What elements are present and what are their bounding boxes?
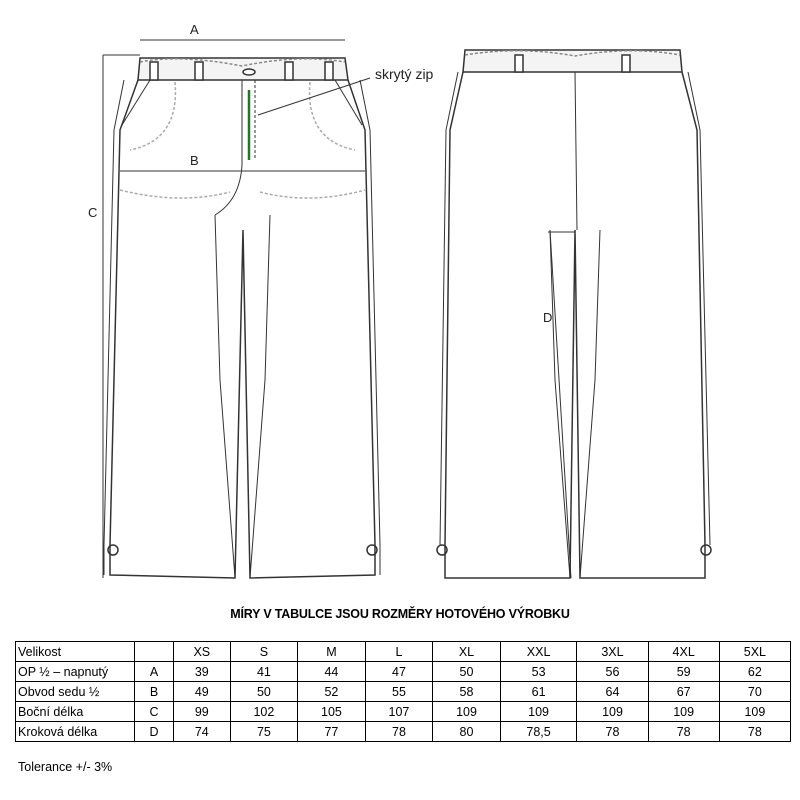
table-cell: 109: [576, 701, 649, 722]
table-cell: 77: [297, 721, 366, 742]
row-label: Kroková délka: [15, 721, 135, 742]
front-view: [102, 39, 381, 579]
table-cell: 78: [647, 721, 720, 742]
table-cell: 107: [364, 701, 434, 722]
table-cell: 78: [364, 721, 434, 742]
label-a: A: [190, 22, 199, 37]
table-cell: 109: [718, 701, 792, 722]
table-cell: 78: [576, 721, 649, 742]
table-cell: 75: [229, 721, 299, 742]
table-cell: 109: [499, 701, 578, 722]
size-header: XXL: [499, 641, 578, 662]
label-d: D: [543, 310, 553, 325]
table-cell: 78,5: [499, 721, 578, 742]
row-label: OP ½ – napnutý: [15, 661, 135, 682]
table-cell: 78: [718, 721, 792, 742]
size-header: L: [364, 641, 434, 662]
table-cell: 52: [297, 681, 366, 702]
table-cell: 50: [432, 661, 501, 682]
table-cell: 102: [229, 701, 299, 722]
table-cell: 99: [173, 701, 231, 722]
table-cell: 109: [432, 701, 501, 722]
tolerance-note: Tolerance +/- 3%: [18, 760, 113, 774]
pants-technical-drawing: [102, 39, 712, 579]
row-letter: B: [134, 681, 174, 702]
row-label: Obvod sedu ½: [15, 681, 135, 702]
row-label: Boční délka: [15, 701, 135, 722]
row-letter: [134, 641, 174, 662]
table-cell: 47: [364, 661, 434, 682]
table-title: MÍRY V TABULCE JSOU ROZMĚRY HOTOVÉHO VÝR…: [230, 607, 570, 621]
row-letter: D: [134, 721, 174, 742]
hidden-zip-label: skrytý zip: [375, 66, 434, 82]
table-cell: 105: [297, 701, 366, 722]
size-header: M: [297, 641, 366, 662]
table-cell: 64: [576, 681, 649, 702]
row-letter: C: [134, 701, 174, 722]
label-b: B: [190, 153, 199, 168]
table-cell: 50: [229, 681, 299, 702]
table-cell: 58: [432, 681, 501, 702]
label-c: C: [88, 205, 98, 220]
table-cell: 39: [173, 661, 231, 682]
table-cell: 55: [364, 681, 434, 702]
size-header: XL: [432, 641, 501, 662]
table-cell: 70: [718, 681, 792, 702]
size-header: 4XL: [647, 641, 720, 662]
table-cell: 62: [718, 661, 792, 682]
back-view: [436, 49, 712, 579]
size-header: XS: [173, 641, 231, 662]
row-label: Velikost: [15, 641, 135, 662]
table-cell: 59: [647, 661, 720, 682]
size-header: 3XL: [576, 641, 649, 662]
table-cell: 80: [432, 721, 501, 742]
table-cell: 67: [647, 681, 720, 702]
table-cell: 56: [576, 661, 649, 682]
table-cell: 41: [229, 661, 299, 682]
table-cell: 61: [499, 681, 578, 702]
table-cell: 53: [499, 661, 578, 682]
table-cell: 49: [173, 681, 231, 702]
row-letter: A: [134, 661, 174, 682]
table-cell: 74: [173, 721, 231, 742]
table-cell: 44: [297, 661, 366, 682]
table-cell: 109: [647, 701, 720, 722]
size-header: 5XL: [718, 641, 792, 662]
size-header: S: [229, 641, 299, 662]
